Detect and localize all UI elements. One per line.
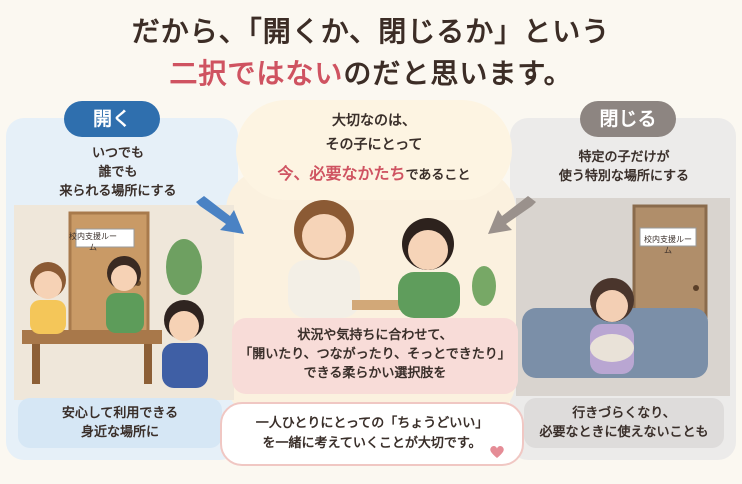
- cloud-line2: その子にとって: [325, 137, 423, 153]
- choice-box: [232, 318, 518, 394]
- girl-face: [596, 290, 628, 322]
- open-footer-line: 安心して利用できる: [61, 406, 179, 421]
- title-highlight: 二択ではない: [169, 57, 344, 90]
- open-room-illustration: [14, 205, 234, 400]
- reader-body: [162, 343, 208, 388]
- reader-face: [169, 311, 199, 341]
- open-label: 開く: [64, 101, 160, 137]
- boy-body: [106, 293, 144, 333]
- door-sign: [75, 228, 135, 248]
- child-face: [34, 271, 62, 299]
- cloud-line3-rest: であること: [405, 168, 471, 183]
- cloud-emphasis: 今、必要なかたち: [277, 164, 406, 183]
- choice-line: 「開いたり、つながったり、そっとできたり」: [239, 347, 511, 362]
- teacher-body: [288, 260, 360, 318]
- close-footer-line: 行きづらくなり、: [572, 406, 676, 421]
- boy-face: [111, 265, 137, 291]
- student-body: [398, 272, 460, 318]
- close-desc: 特定の子だけが 使う特別な場所にする: [524, 148, 724, 186]
- conclusion-text: 一人ひとりにとっての「ちょうどいい」 を一緒に考えていくことが大切です。: [222, 414, 522, 454]
- close-desc-line: 使う特別な場所にする: [558, 169, 690, 184]
- table-leg: [144, 344, 152, 384]
- page-title-line2: 二択ではないのだと思います。: [0, 52, 742, 92]
- cushion: [590, 334, 634, 362]
- cloud-line3: 今、必要なかたちであること: [236, 160, 512, 184]
- conversation-illustration: [288, 200, 496, 318]
- open-door-sign-text: 校内支援ルーム: [69, 232, 117, 252]
- student-face: [408, 230, 448, 270]
- teacher-face: [302, 214, 346, 258]
- choice-line: できる柔らかい選択肢を: [303, 366, 447, 381]
- cloud-line1: 大切なのは、: [332, 113, 416, 129]
- desk: [352, 300, 442, 310]
- arrow-left-icon: [488, 196, 536, 234]
- open-footer: 安心して利用できる 身近な場所に: [18, 404, 222, 442]
- open-desc-line: 誰でも: [98, 165, 138, 180]
- page-title-line1: だから、「開くか、閉じるか」という: [131, 15, 611, 48]
- choice-line: 状況や気持ちに合わせて、: [297, 328, 453, 343]
- open-footer-box: [18, 398, 222, 448]
- door-knob: [693, 285, 699, 291]
- conclusion-line: 一人ひとりにとっての「ちょうどいい」: [255, 416, 489, 431]
- title-rest: のだと思います。: [343, 57, 573, 90]
- close-footer: 行きづらくなり、 必要なときに使えないことも: [524, 404, 724, 442]
- close-label: 閉じる: [580, 101, 676, 137]
- plant: [166, 239, 202, 295]
- conclusion-line: を一緒に考えていくことが大切です。: [262, 436, 482, 451]
- open-footer-line: 身近な場所に: [80, 425, 159, 440]
- close-footer-line: 必要なときに使えないことも: [539, 425, 709, 440]
- small-plant: [472, 266, 496, 306]
- close-footer-box: [524, 398, 724, 448]
- conclusion-box: [220, 402, 524, 466]
- close-door-sign-text: 校内支援ルーム: [644, 235, 692, 255]
- open-desc-line: いつでも: [91, 146, 144, 161]
- child-body: [30, 300, 66, 334]
- close-room-illustration: [516, 198, 730, 396]
- open-desc: いつでも 誰でも 来られる場所にする: [18, 144, 218, 201]
- table-leg: [32, 344, 40, 384]
- open-desc-line: 来られる場所にする: [59, 184, 177, 199]
- heart-icon: [490, 446, 504, 458]
- door-sign: [639, 227, 697, 247]
- arrow-right-icon: [196, 196, 244, 234]
- close-desc-line: 特定の子だけが: [578, 150, 670, 165]
- choice-text: 状況や気持ちに合わせて、 「開いたり、つながったり、そっとできたり」 できる柔ら…: [232, 326, 518, 383]
- thought-cloud: [236, 100, 512, 200]
